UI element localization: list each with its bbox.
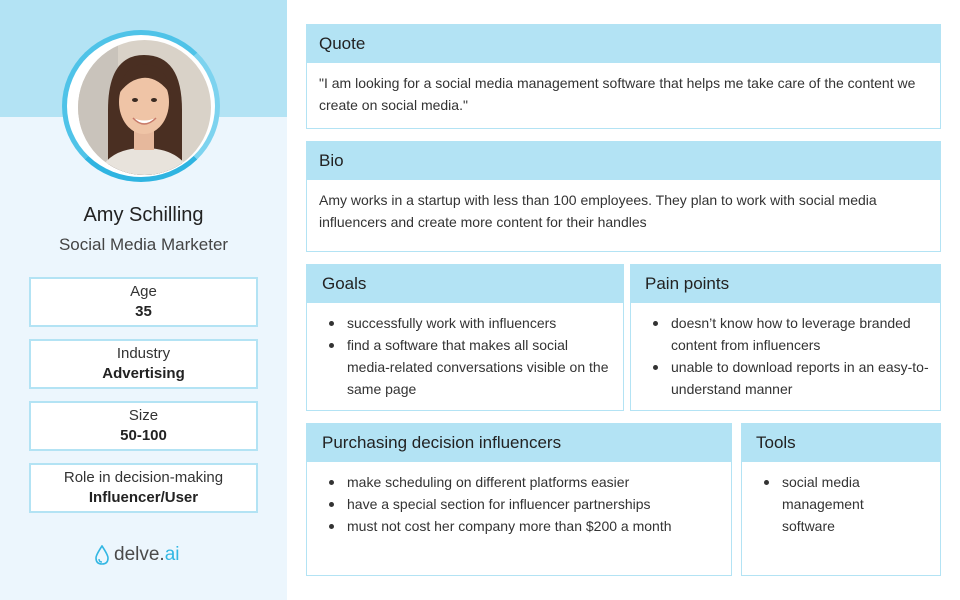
purchasing-title: Purchasing decision influencers [307,424,731,462]
list-item: unable to download reports in an easy-to… [649,356,930,400]
stat-size: Size 50-100 [29,401,258,451]
goals-card: Goals successfully work with influencers… [306,264,624,411]
list-item: social media management software [760,471,930,537]
tools-card: Tools social media management software [741,423,941,576]
bio-card: Bio Amy works in a startup with less tha… [306,141,941,252]
stat-value: Influencer/User [88,489,199,506]
list-item: have a special section for influencer pa… [325,493,721,515]
stat-value: 50-100 [120,427,167,444]
pain-points-title: Pain points [631,265,940,303]
stat-label: Age [130,283,157,300]
profile-panel: Amy Schilling Social Media Marketer Age … [0,0,287,600]
tools-title: Tools [742,424,940,462]
quote-title: Quote [307,25,940,63]
logo-suffix: ai [164,544,180,565]
stat-value: Advertising [102,365,185,382]
stat-age: Age 35 [29,277,258,327]
persona-name: Amy Schilling [83,204,204,226]
purchasing-card: Purchasing decision influencers make sch… [306,423,732,576]
avatar [78,40,211,175]
goals-list: successfully work with influencers find … [307,312,613,400]
logo-wordmark: delve.ai [114,544,180,566]
purchasing-list: make scheduling on different platforms e… [307,471,721,537]
stat-label: Role in decision-making [63,469,224,486]
persona-role: Social Media Marketer [58,235,229,254]
pain-points-card: Pain points doesn’t know how to leverage… [630,264,941,411]
stat-value: 35 [135,303,152,320]
list-item: doesn’t know how to leverage branded con… [649,312,930,356]
avatar-portrait [78,40,211,175]
stat-label: Industry [116,345,171,362]
goals-title: Goals [307,265,623,303]
bio-text: Amy works in a startup with less than 10… [319,192,877,230]
list-item: make scheduling on different platforms e… [325,471,721,493]
quote-card: Quote "I am looking for a social media m… [306,24,941,129]
quote-text: "I am looking for a social media managem… [319,75,916,113]
list-item: must not cost her company more than $200… [325,515,721,537]
stat-industry: Industry Advertising [29,339,258,389]
tools-list: social media management software [742,471,930,537]
list-item: successfully work with influencers [325,312,613,334]
bio-title: Bio [307,142,940,180]
stat-decision-role: Role in decision-making Influencer/User [29,463,258,513]
list-item: find a software that makes all social me… [325,334,613,400]
pain-points-list: doesn’t know how to leverage branded con… [631,312,930,400]
delve-logo: delve.ai [95,543,180,567]
drop-icon [95,545,109,565]
stat-label: Size [128,407,159,424]
logo-prefix: delve. [114,544,165,565]
